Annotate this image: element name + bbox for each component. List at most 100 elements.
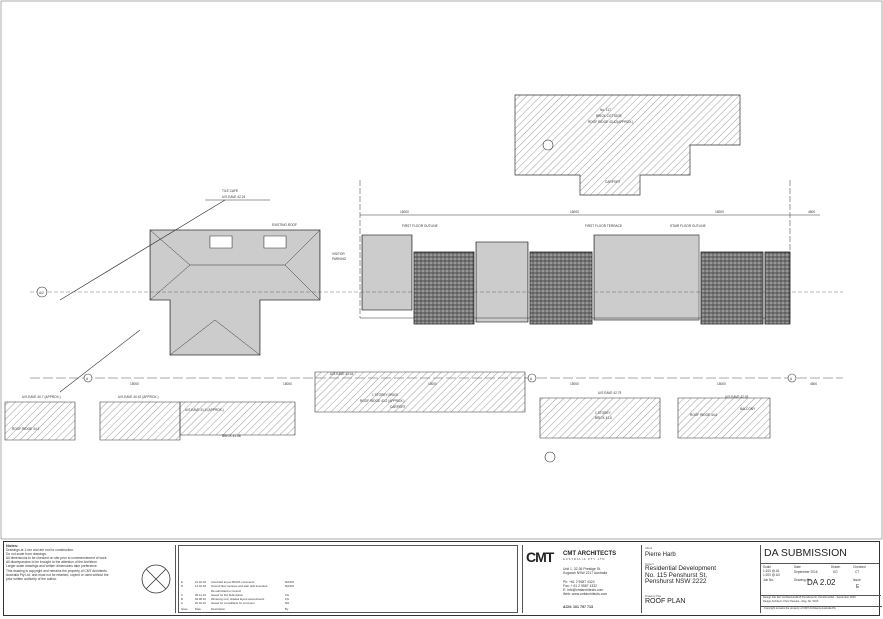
neighbour-building: [179, 401, 296, 436]
svg-text:15000: 15000: [570, 210, 579, 214]
svg-text:CARPORT: CARPORT: [390, 405, 406, 409]
project-line: No. 115 Penshurst St,: [645, 571, 708, 579]
svg-text:ROOF RIDGE 44.3: ROOF RIDGE 44.3: [12, 427, 40, 431]
drawing-title: ROOF PLAN: [645, 598, 686, 605]
firm-name: CMT ARCHITECTS: [563, 551, 617, 557]
svg-text:BRICK COTTAGE: BRICK COTTAGE: [596, 114, 622, 118]
issue-value: E: [856, 584, 860, 590]
svg-text:STAIR FLOOR OUTLINE: STAIR FLOOR OUTLINE: [670, 224, 706, 228]
north-point: [136, 545, 176, 613]
roof-segment: [529, 251, 593, 325]
svg-text:FIRST FLOOR TERRACE: FIRST FLOOR TERRACE: [585, 224, 622, 228]
date-value: September 2016: [794, 570, 818, 574]
svg-text:FIRST FLOOR OUTLINE: FIRST FLOOR OUTLINE: [402, 224, 438, 228]
svg-text:BRICK 41.6: BRICK 41.6: [595, 416, 612, 420]
svg-text:U/S EAVE 41.44: U/S EAVE 41.44: [330, 372, 354, 376]
neighbour-building: [314, 371, 526, 413]
copyright-note: Copyright remains the property of CMT Ar…: [761, 606, 882, 610]
boundary-line: [59, 199, 226, 301]
svg-text:4500: 4500: [810, 382, 817, 386]
notes-line: prior written authority of the author.: [6, 576, 57, 581]
svg-text:1 STOREY: 1 STOREY: [595, 411, 612, 415]
title-block: Notes: Drawings at 1:xxx and are not for…: [3, 541, 882, 616]
neighbour-building: [539, 397, 661, 439]
section-marker: [542, 139, 554, 151]
firm-subtitle: AUSTRALIA PTY LTD: [563, 558, 606, 561]
scale-value: 1:100 @ A1 1:200 @ A3: [763, 569, 780, 577]
svg-text:1 STOREY BRICK: 1 STOREY BRICK: [372, 393, 399, 397]
section-marker: [544, 451, 556, 463]
svg-text:15000: 15000: [715, 210, 724, 214]
project-panel: Client Pierre Harb Project Residential D…: [641, 545, 759, 613]
svg-text:A/2: A/2: [39, 291, 44, 295]
notes-line: Drawings at 1:xxx and are not for constr…: [6, 548, 74, 553]
svg-text:ROOF RIDGE 43.42(APPROX.): ROOF RIDGE 43.42(APPROX.): [588, 120, 633, 124]
roof-segment: [593, 234, 700, 321]
sheet-border: [0, 0, 883, 540]
svg-text:U/S EAVE 40.7 (APPROX.): U/S EAVE 40.7 (APPROX.): [22, 395, 61, 399]
drawing-title-block: Drawing Title ROOF PLAN: [645, 594, 686, 605]
svg-text:ROOF RIDGE 43.2 (APPROX.): ROOF RIDGE 43.2 (APPROX.): [360, 399, 404, 403]
roof-segment: [764, 251, 791, 325]
notes-line: All discrepancies to be brought to the a…: [6, 560, 98, 565]
notes-line: Australia Pty Ltd, and must not be retai…: [6, 572, 109, 577]
svg-text:BALCONY: BALCONY: [740, 407, 756, 411]
neighbour-building: [99, 401, 181, 441]
section-marker: [36, 286, 48, 298]
svg-text:4500: 4500: [808, 210, 815, 214]
notes-line: All dimensions to be checked on site pri…: [6, 556, 108, 561]
svg-text:15000: 15000: [717, 382, 726, 386]
project-line: Residential Development: [645, 565, 717, 572]
roof-segment: [413, 251, 475, 325]
notes-title: Notes:: [6, 543, 19, 548]
visitor-parking-label: VISITOR: [332, 252, 345, 256]
svg-text:15000: 15000: [400, 210, 409, 214]
roof-segment: [361, 234, 413, 311]
neighbour-top-label: No. 117: [600, 108, 611, 112]
project-line: Penshurst NSW 2222: [645, 578, 707, 586]
svg-text:15000: 15000: [130, 382, 139, 386]
revision-row: Re-submitted to Council: [211, 588, 241, 593]
svg-text:ROOF RIDGE 44.6: ROOF RIDGE 44.6: [690, 413, 718, 417]
firm-address: Unit 1, 32-36 Prestige St, Kogarah NSW 2…: [563, 567, 608, 597]
notes-line: Do not scale from drawings.: [6, 552, 47, 557]
roof-segment: [700, 251, 764, 325]
neighbour-building-top: [514, 94, 741, 196]
svg-text:TILE CAFE: TILE CAFE: [222, 189, 238, 193]
neighbour-building: [677, 397, 771, 439]
svg-text:PARKING: PARKING: [332, 257, 347, 261]
svg-text:U/S EAVE 40.42 (APPROX.): U/S EAVE 40.42 (APPROX.): [118, 395, 159, 399]
svg-text:EXISTING ROOF: EXISTING ROOF: [272, 223, 297, 227]
status-title: DA SUBMISSION: [764, 547, 847, 559]
notes-panel: Notes: Drawings at 1:xxx and are not for…: [6, 543, 136, 614]
notes-line: Larger scale drawings and written dimens…: [6, 564, 98, 569]
svg-text:15000: 15000: [283, 382, 292, 386]
svg-text:15000: 15000: [570, 382, 579, 386]
carport-label: CARPORT: [605, 180, 621, 184]
sheet-details: Scale 1:100 @ A1 1:200 @ A3 Date Septemb…: [761, 563, 879, 594]
drawing-number: DA 2.02: [807, 578, 836, 587]
firm-logo: CMT: [526, 549, 554, 565]
svg-text:A: A: [790, 377, 793, 381]
client-name: Pierre Harb: [645, 552, 676, 558]
drawn-value: KG: [833, 570, 838, 574]
svg-text:U/S EAVE 42.24: U/S EAVE 42.24: [222, 195, 246, 199]
boundary-line: [59, 329, 141, 393]
existing-house-roof: [149, 229, 321, 356]
client-block: Client Pierre Harb: [645, 546, 676, 558]
firm-acn: ACN: 101 797 713: [563, 605, 593, 609]
design-notes: Design File Ref: Architectural\115 Pensh…: [761, 595, 881, 603]
svg-text:A: A: [86, 377, 89, 381]
svg-text:U/S EAVE 42.03: U/S EAVE 42.03: [725, 395, 749, 399]
svg-text:BRICK 41.48: BRICK 41.48: [222, 434, 241, 438]
notes-line: This drawing is copyright and remains th…: [6, 568, 107, 573]
roof-plan-drawing: No. 117 BRICK COTTAGE ROOF RIDGE 43.42(A…: [0, 0, 883, 540]
firm-panel: CMT CMT ARCHITECTS AUSTRALIA PTY LTD Uni…: [522, 545, 640, 613]
